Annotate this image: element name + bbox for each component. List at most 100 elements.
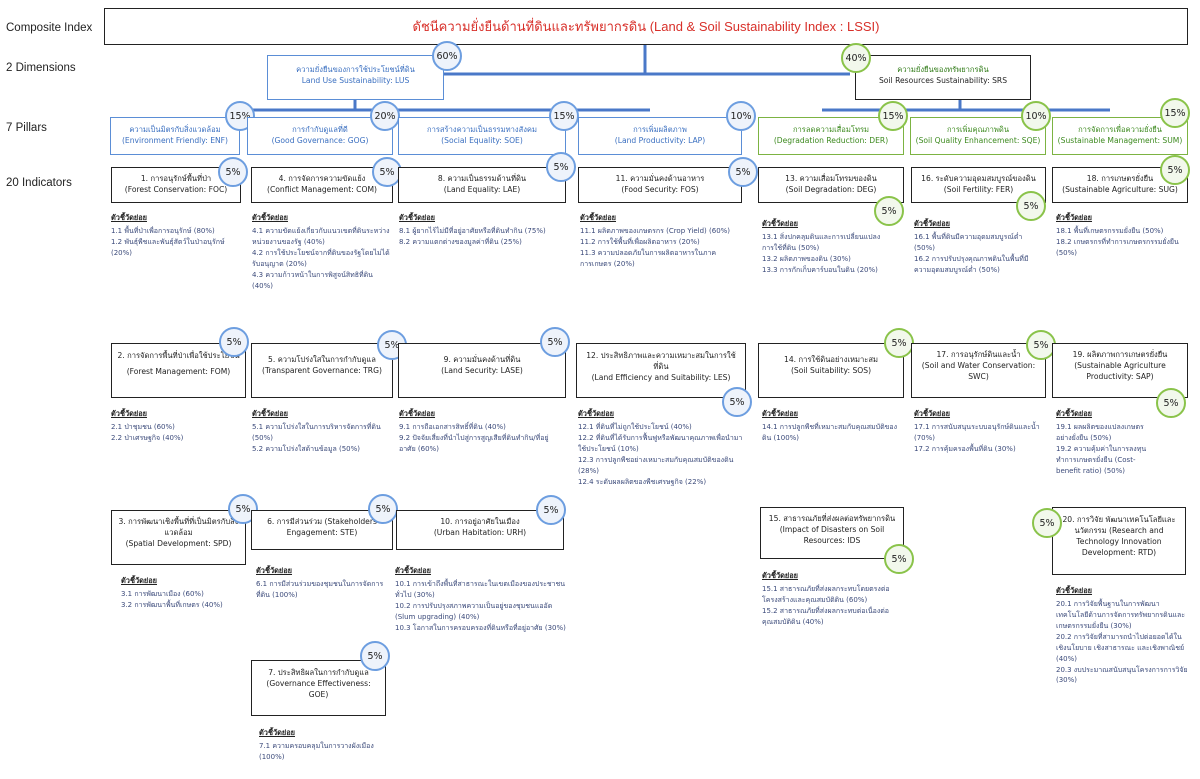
indicator-th: 1. การอนุรักษ์พื้นที่ป่า: [140, 174, 212, 183]
indicator-th: 5. ความโปร่งใสในการกำกับดูแล: [268, 355, 376, 364]
subindicator-item: 15.2 สาธารณภัยที่ส่งผลกระทบต่อเนื่องต่อค…: [762, 607, 889, 626]
subindicator-item: 3.2 การพัฒนาพื้นที่เกษตร (40%): [121, 601, 223, 610]
level-label-indicators: 20 Indicators: [6, 177, 72, 189]
subindicator-heading: ตัวชี้วัดย่อย: [914, 409, 951, 418]
pillar-en: (Degradation Reduction: DER): [773, 136, 889, 145]
indicator-spd: 3. การพัฒนาเชิงพื้นที่ที่เป็นมิตรกับสิ่ง…: [111, 510, 246, 565]
weight-badge: 20%: [370, 101, 400, 131]
level-label-dimensions: 2 Dimensions: [6, 62, 76, 74]
indicator-en: (Land Security: LASE): [441, 366, 523, 375]
indicator-en: (Land Efficiency and Suitability: LES): [591, 373, 731, 382]
pillar-en: (Social Equality: SOE): [441, 136, 523, 145]
indicator-th: 17. การอนุรักษ์ดินและน้ำ: [936, 350, 1021, 359]
weight-badge: 5%: [1016, 191, 1046, 221]
indicator-lase: 9. ความมั่นคงด้านที่ดิน(Land Security: L…: [398, 343, 566, 398]
subindicator-item: 10.1 การเข้าถึงพื้นที่สาธารณะในเขตเมืองข…: [395, 580, 566, 600]
weight-badge: 10%: [1021, 101, 1051, 131]
weight-badge: 40%: [841, 43, 871, 73]
indicator-th: 6. การมีส่วนร่วม (Stakeholders: [267, 517, 377, 526]
subindicator-item: 13.2 ผลิตภาพของดิน (30%): [762, 255, 851, 264]
subindicator-item: 4.3 ความก้าวหน้าในการพิสูจน์สิทธิที่ดิน …: [252, 270, 373, 290]
subindicator-item: 16.1 พื้นที่ดินมีความอุดมสมบูรณ์ต่ำ (50%…: [914, 233, 1023, 253]
level-label-composite: Composite Index: [6, 22, 93, 34]
indicator-en: (Transparent Governance: TRG): [262, 366, 382, 375]
subindicator-item: 1.2 พันธุ์พืชและพันธุ์สัตว์ในป่าอนุรักษ์…: [111, 238, 225, 258]
indicator-en: (Forest Conservation: FOC): [124, 185, 228, 194]
subindicator-item: 19.1 ผลผลิตของแปลงเกษตรอย่างยั่งยืน (50%…: [1056, 423, 1144, 443]
subindicator-heading: ตัวชี้วัดย่อย: [259, 728, 296, 737]
subindicator-item: 19.2 ความคุ้มค่าในการลงทุนทำการเกษตรยั่ง…: [1056, 445, 1147, 475]
dimension-lus-th: ความยั่งยืนของการใช้ประโยชน์ที่ดิน: [296, 65, 415, 74]
subindicator-item: 12.1 ที่ดินที่ไม่ถูกใช้ประโยชน์ (40%): [578, 423, 692, 432]
weight-badge: 15%: [878, 101, 908, 131]
subindicator-list: ตัวชี้วัดย่อย 1.1 พื้นที่ป่าเพื่อการอนุร…: [111, 212, 246, 259]
weight-badge: 10%: [726, 101, 756, 131]
subindicator-list: ตัวชี้วัดย่อย 7.1 ความครอบคลุมในการวางผั…: [259, 727, 389, 763]
subindicator-item: 20.1 การวิจัยพื้นฐานในการพัฒนาเทคโนโลยีด…: [1056, 600, 1186, 631]
subindicator-item: 9.2 ปัจจัยเสี่ยงที่นำไปสู่การสูญเสียที่ด…: [399, 434, 549, 454]
subindicator-item: 20.3 งบประมาณสนับสนุนโครงการการวิจัย (30…: [1056, 665, 1188, 685]
subindicator-item: 10.3 โอกาสในการครอบครองที่ดินหรือที่อยู่…: [395, 623, 566, 632]
subindicator-heading: ตัวชี้วัดย่อย: [395, 566, 432, 575]
subindicator-list: ตัวชี้วัดย่อย 5.1 ความโปร่งใสในการบริหาร…: [252, 408, 392, 455]
indicator-th: 4. การจัดการความขัดแย้ง: [278, 174, 366, 183]
subindicator-heading: ตัวชี้วัดย่อย: [111, 213, 148, 222]
indicator-th: 2. การจัดการพื้นที่ป่าเพื่อใช้ประโยชน์: [117, 351, 240, 360]
indicator-en: (Soil Degradation: DEG): [785, 185, 877, 194]
subindicator-item: 11.3 ความปลอดภัยในการผลิตอาหารในภาคการเก…: [580, 249, 717, 268]
pillar-th: ความเป็นมิตรกับสิ่งแวดล้อม: [129, 125, 221, 134]
subindicator-list: ตัวชี้วัดย่อย 18.1 พื้นที่เกษตรกรรมยั่งย…: [1056, 212, 1188, 259]
indicator-fos: 11. ความมั่นคงด้านอาหาร(Food Security: F…: [578, 167, 742, 203]
subindicator-list: ตัวชี้วัดย่อย 16.1 พื้นที่ดินมีความอุดมส…: [914, 218, 1040, 276]
indicator-th: 7. ประสิทธิผลในการกำกับดูแล: [268, 668, 369, 677]
indicator-ids: 15. สาธารณภัยที่ส่งผลต่อทรัพยากรดิน(Impa…: [760, 507, 904, 559]
weight-badge: 5%: [218, 157, 248, 187]
pillar-soe: การสร้างความเป็นธรรมทางสังคม (Social Equa…: [398, 117, 566, 155]
indicator-en: (Sustainable Agriculture: SUG): [1062, 185, 1178, 194]
pillar-th: การสร้างความเป็นธรรมทางสังคม: [426, 125, 538, 134]
pillar-en: (Sustainable Management: SUM): [1057, 136, 1183, 145]
subindicator-heading: ตัวชี้วัดย่อย: [1056, 213, 1093, 222]
indicator-th: 8. ความเป็นธรรมด้านที่ดิน: [437, 174, 527, 183]
indicator-deg: 13. ความเสื่อมโทรมของดิน (Soil Degradatio…: [758, 167, 904, 203]
subindicator-item: 16.2 การปรับปรุงคุณภาพดินในพื้นที่มีความ…: [914, 255, 1029, 274]
pillar-sum: การจัดการเพื่อความยั่งยืน(Sustainable Ma…: [1052, 117, 1188, 155]
indicator-th: 18. การเกษตรยั่งยืน: [1086, 174, 1154, 183]
subindicator-list: ตัวชี้วัดย่อย 6.1 การมีส่วนร่วมของชุมชนใ…: [256, 565, 386, 601]
weight-badge: 5%: [874, 196, 904, 226]
indicator-les: 12. ประสิทธิภาพและความเหมาะสมในการใช้ที่…: [576, 343, 746, 398]
pillar-th: การเพิ่มผลิตภาพ: [633, 125, 687, 134]
subindicator-item: 15.1 สาธารณภัยที่ส่งผลกระทบโดยตรงต่อโครง…: [762, 585, 890, 605]
subindicator-list: ตัวชี้วัดย่อย 9.1 การถือเอกสารสิทธิ์ที่ด…: [399, 408, 564, 455]
subindicator-heading: ตัวชี้วัดย่อย: [1056, 586, 1093, 595]
subindicator-item: 7.1 ความครอบคลุมในการวางผังเมือง (100%): [259, 742, 374, 762]
pillar-en: (Soil Quality Enhancement: SQE): [915, 136, 1041, 145]
subindicator-heading: ตัวชี้วัดย่อย: [111, 409, 148, 418]
subindicator-list: ตัวชี้วัดย่อย 10.1 การเข้าถึงพื้นที่สาธา…: [395, 565, 567, 634]
indicator-th: 13. ความเสื่อมโทรมของดิน: [785, 174, 877, 183]
subindicator-list: ตัวชี้วัดย่อย 20.1 การวิจัยพื้นฐานในการพ…: [1056, 585, 1190, 686]
weight-badge: 5%: [1160, 155, 1190, 185]
subindicator-list: ตัวชี้วัดย่อย 15.1 สาธารณภัยที่ส่งผลกระท…: [762, 570, 902, 628]
subindicator-heading: ตัวชี้วัดย่อย: [762, 409, 799, 418]
indicator-com: 4. การจัดการความขัดแย้ง(Conflict Managem…: [251, 167, 393, 203]
subindicator-heading: ตัวชี้วัดย่อย: [762, 571, 799, 580]
subindicator-item: 2.1 ป่าชุมชน (60%): [111, 423, 175, 432]
indicator-en: (Soil Fertility: FER): [943, 185, 1014, 194]
indicator-th: 3. การพัฒนาเชิงพื้นที่ที่เป็นมิตรกับสิ่ง…: [118, 517, 239, 537]
pillar-th: การกำกับดูแลที่ดี: [292, 125, 348, 134]
subindicator-item: 12.2 ที่ดินที่ได้รับการฟื้นฟูหรือพัฒนาคุ…: [578, 434, 743, 454]
subindicator-item: 10.2 การปรับปรุงสภาพความเป็นอยู่ของชุมชน…: [395, 602, 553, 621]
pillar-en: (Land Productivity: LAP): [614, 136, 706, 145]
indicator-en: (Urban Habitation: URH): [433, 528, 527, 537]
weight-badge: 5%: [360, 641, 390, 671]
pillar-en: (Good Governance: GOG): [271, 136, 369, 145]
indicator-th: 20. การวิจัย พัฒนาเทคโนโลยีและนวัตกรรม (…: [1062, 515, 1176, 535]
weight-badge: 5%: [546, 152, 576, 182]
pillar-gog: การกำกับดูแลที่ดี (Good Governance: GOG): [247, 117, 393, 155]
subindicator-item: 9.1 การถือเอกสารสิทธิ์ที่ดิน (40%): [399, 423, 506, 432]
composite-index-title: ดัชนีความยั่งยืนด้านที่ดินและทรัพยากรดิน…: [104, 8, 1188, 45]
indicator-th: 11. ความมั่นคงด้านอาหาร: [615, 174, 705, 183]
indicator-sos: 14. การใช้ดินอย่างเหมาะสม(Soil Suitabili…: [758, 343, 904, 398]
